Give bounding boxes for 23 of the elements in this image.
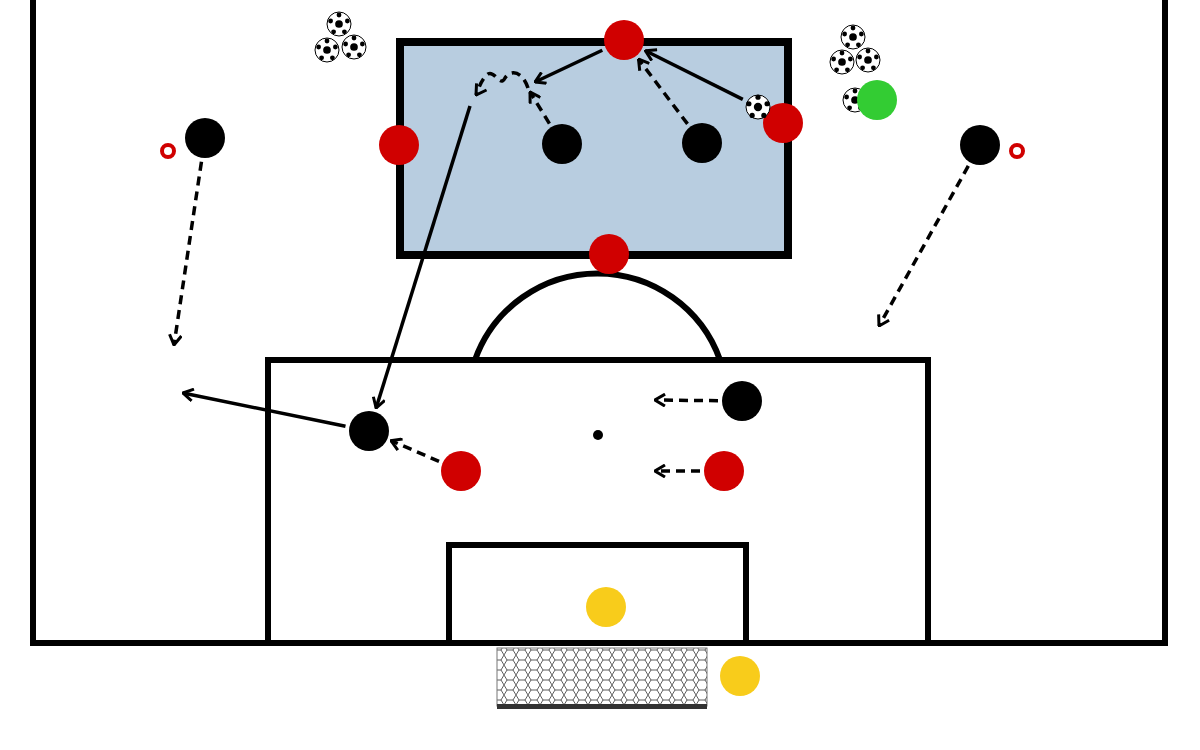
player-token <box>349 411 389 451</box>
player-token <box>441 451 481 491</box>
player-token <box>604 20 644 60</box>
goalkeeper-token <box>720 656 760 696</box>
arrow <box>653 463 700 479</box>
player-token <box>704 451 744 491</box>
player-token <box>857 80 897 120</box>
goalkeeper-token <box>586 587 626 627</box>
arrow <box>643 48 744 101</box>
soccer-ball-icon <box>745 94 771 120</box>
arrow <box>389 437 440 464</box>
arrow <box>533 48 604 85</box>
player-token <box>379 125 419 165</box>
arrow <box>528 90 551 125</box>
player-token <box>960 125 1000 165</box>
arrow <box>371 105 472 410</box>
player-token <box>185 118 225 158</box>
arrow <box>168 161 204 347</box>
arrow <box>637 57 689 125</box>
arrow <box>653 392 718 408</box>
arrow <box>877 165 970 328</box>
arrow <box>181 387 346 428</box>
player-token <box>722 381 762 421</box>
